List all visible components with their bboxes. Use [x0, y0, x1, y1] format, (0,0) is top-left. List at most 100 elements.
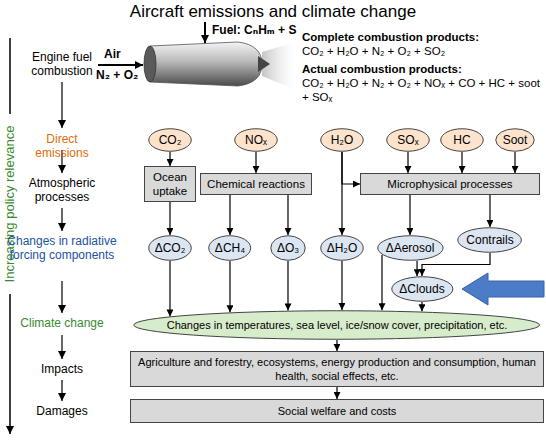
text-block: SOₓ: [397, 133, 418, 147]
fuel-inflow-arrow: [204, 22, 206, 43]
flow-arrow: [169, 202, 170, 235]
ellipse-shape: [209, 236, 251, 261]
ellipse-shape: [271, 236, 306, 261]
axis-label: Increasing policy relevance: [2, 104, 18, 304]
node-text: ΔCH₄: [215, 241, 245, 255]
text-block: Chemical reactions: [207, 177, 305, 191]
node-text: ΔCO₂: [155, 241, 186, 255]
text-block: ΔAerosol: [386, 241, 435, 255]
node-text: Contrails: [466, 233, 513, 247]
products-heading: Complete combustion products:: [302, 30, 544, 44]
stage-arrow: [61, 82, 62, 128]
text-block: Social welfare and costs: [278, 404, 397, 418]
text-block: Ocean uptake: [149, 170, 191, 198]
forcing-ellipse: ΔClouds: [391, 276, 454, 302]
text-block: CO₂: [159, 133, 182, 147]
flow-arrow: [381, 255, 382, 310]
node-text: CO₂: [159, 133, 182, 147]
flow-arrow: [514, 152, 515, 173]
ellipse-shape: [377, 236, 442, 261]
impacts-box: Agriculture and forestry, ecosystems, en…: [130, 351, 544, 387]
node-text: ΔAerosol: [386, 241, 435, 255]
stage-label: Engine fuel combustion: [19, 50, 105, 78]
forcing-ellipse: Contrails: [457, 227, 522, 253]
ellipse-shape: [496, 129, 535, 152]
node-text: ΔO₃: [277, 241, 299, 255]
ellipse-shape: [387, 129, 430, 152]
node-text: Ocean uptake: [149, 170, 191, 198]
flow-arrow: [407, 152, 408, 173]
air-inflow-arrow: [98, 64, 143, 66]
node-text: SOₓ: [397, 133, 418, 147]
flow-arrow: [416, 261, 417, 276]
flow-arrow: [421, 302, 422, 311]
text-block: H₂O: [331, 133, 354, 147]
node-text: HC: [453, 133, 470, 147]
stage-arrow: [61, 380, 62, 401]
text-block: Agriculture and forestry, ecosystems, en…: [135, 355, 539, 383]
process-box: Microphysical processes: [360, 173, 540, 195]
text-block: ΔH₂O: [327, 241, 358, 255]
exhaust-cone: [258, 56, 270, 72]
ellipse-shape: [149, 236, 192, 261]
stage-label: Damages: [19, 404, 105, 418]
flow-arrow: [341, 261, 342, 310]
stage-label: Atmospheric processes: [19, 176, 105, 204]
emission-ellipse: H₂O: [320, 128, 364, 152]
node-text: Agriculture and forestry, ecosystems, en…: [135, 355, 539, 383]
node-text: Chemical reactions: [207, 177, 305, 191]
products-heading: Actual combustion products:: [302, 62, 544, 76]
flow-arrow: [229, 195, 230, 235]
text-block: NOₓ: [245, 133, 267, 147]
flow-arrow: [342, 152, 360, 184]
flow-arrow: [229, 261, 230, 312]
emission-ellipse: CO₂: [148, 128, 192, 152]
forcing-ellipse: ΔH₂O: [320, 235, 364, 261]
text-block: ΔClouds: [399, 282, 444, 296]
input-label: Air: [104, 47, 144, 61]
emission-ellipse: SOₓ: [386, 128, 430, 152]
ellipse-shape: [149, 129, 192, 152]
input-label: Fuel: CₙHₘ + S: [212, 23, 302, 37]
stage-label: Climate change: [19, 316, 105, 330]
forcing-ellipse: ΔCO₂: [148, 235, 192, 261]
flow-arrow: [489, 195, 490, 227]
emission-ellipse: HC: [440, 128, 484, 152]
process-box: Ocean uptake: [144, 166, 196, 202]
forcing-ellipse: ΔO₃: [270, 235, 306, 261]
node-text: ΔClouds: [399, 282, 444, 296]
stage-arrow: [61, 208, 62, 231]
ellipse-shape: [391, 277, 452, 302]
climate-ellipse: Changes in temperatures, sea level, ice/…: [133, 310, 540, 340]
flow-arrow: [461, 152, 462, 173]
input-label: N₂ + O₂: [96, 68, 150, 82]
damages-box: Social welfare and costs: [130, 399, 544, 423]
text-block: ΔCH₄: [215, 241, 245, 255]
stage-arrow: [61, 281, 62, 313]
flow-arrow: [287, 195, 288, 235]
emission-ellipse: Soot: [495, 128, 535, 152]
ellipse-shape: [134, 311, 540, 340]
flow-arrow: [287, 261, 288, 310]
ellipse-shape: [441, 129, 484, 152]
node-text: Social welfare and costs: [278, 404, 397, 418]
flow-arrow: [336, 387, 337, 399]
node-text: Microphysical processes: [387, 177, 512, 191]
flow-arrow: [409, 195, 410, 235]
node-text: Changes in temperatures, sea level, ice/…: [167, 318, 508, 332]
exhaust-plume: [262, 42, 296, 90]
node-text: H₂O: [331, 133, 354, 147]
text-block: ΔO₃: [277, 241, 299, 255]
text-block: ΔCO₂: [155, 241, 186, 255]
flow-arrow: [169, 261, 170, 316]
engine-nacelle: [148, 42, 263, 86]
forcing-ellipse: ΔAerosol: [377, 235, 444, 261]
diagram-title: Aircraft emissions and climate change: [0, 2, 546, 22]
text-block: Contrails: [466, 233, 513, 247]
node-text: NOₓ: [245, 133, 267, 147]
policy-arrow-shaft: [9, 38, 11, 114]
products-formula: CO₂ + H₂O + N₂ + O₂ + SO₂: [302, 44, 544, 58]
stage-label: Changes in radiative forcing components: [4, 234, 120, 262]
process-box: Chemical reactions: [200, 173, 312, 195]
